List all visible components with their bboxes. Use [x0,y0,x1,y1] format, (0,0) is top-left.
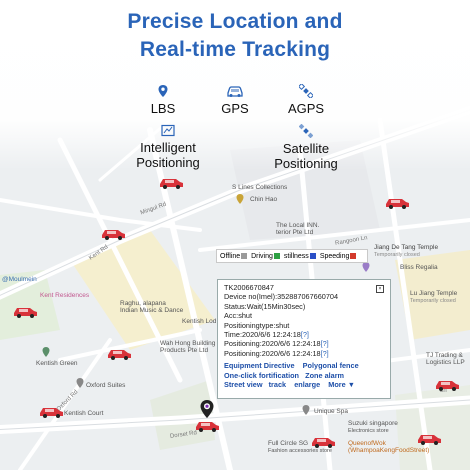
popup-links-row-2: One-click fortification Zone alarm [224,371,384,380]
location-pin-icon [158,85,168,97]
feature-label: Satellite Positioning [274,141,338,171]
more-link[interactable]: More [328,380,346,390]
map-label-kentish-green: Kentish Green [36,360,78,367]
map-label-kentish-lod: Kentish Lod [182,318,217,325]
vehicle-marker-car-icon[interactable] [106,347,132,360]
close-icon[interactable]: × [376,285,384,293]
feature-agps: AGPS [282,84,330,116]
vehicle-marker-car-icon[interactable] [434,378,460,391]
map-label-unique-spa: Unique Spa [314,408,348,415]
device-positioning-row-2: Positioning:2020/6/6 12:24:18[?] [224,348,329,358]
triangle-down-icon[interactable]: ▼ [347,380,355,390]
poi-pin-icon [42,347,50,357]
header-overlay [0,0,470,170]
satellite-icon [299,84,313,98]
device-status-row: Status:Wait(15Min30sec) [224,301,306,311]
help-link[interactable]: [?] [320,348,329,358]
legend-driving-swatch [273,252,280,259]
track-link[interactable]: track [268,380,287,390]
device-imei-row: Device no(Imel):352887067660704 [224,292,338,302]
vehicle-marker-car-icon[interactable] [194,419,220,432]
legend-speeding: Speeding [320,253,357,260]
poi-pin-icon [362,262,370,272]
map-label-chin-hao: Chin Hao [250,196,278,203]
car-icon [227,86,243,97]
status-legend: Offline Driving stillness Speeding [216,249,368,263]
vehicle-marker-car-icon[interactable] [416,432,442,445]
legend-speeding-swatch [350,252,357,259]
feature-label: GPS [221,101,249,116]
street-view-link[interactable]: Street view [224,380,263,390]
vehicle-marker-car-icon[interactable] [158,176,184,189]
vehicle-marker-car-icon[interactable] [100,227,126,240]
map-label-oxford-suites: Oxford Suites [86,382,126,389]
map-label-kentish-court: Kentish Court [64,410,104,417]
popup-links-row-3: Street view track enlarge More ▼ [224,380,384,389]
device-info-popup: × TK2006670847 Device no(Imel):352887067… [217,279,391,399]
satellite-icon [299,124,313,138]
one-click-fortification-link[interactable]: One-click fortification [224,370,300,380]
map-label-kent-residences: Kent Residences [40,292,90,299]
feature-satellite-positioning: Satellite Positioning [250,124,362,171]
feature-lbs: LBS [142,84,184,116]
vehicle-marker-car-icon[interactable] [384,196,410,209]
help-link[interactable]: [?] [300,330,309,340]
legend-offline: Offline [220,252,248,260]
feature-intelligent-positioning: Intelligent Positioning [108,124,228,170]
popup-links-row-1: Equipment Directive Polygonal fence [224,361,384,370]
vehicle-marker-car-icon[interactable] [38,405,64,418]
device-positioning-row-1: Positioning:2020/6/6 12:24:18[?] [224,339,329,349]
zone-alarm-link[interactable]: Zone alarm [305,370,345,380]
feature-gps: GPS [214,84,256,116]
legend-driving: Driving [251,253,280,260]
feature-label: AGPS [287,101,325,116]
road-label-ln: Ln [440,388,447,394]
poi-pin-icon [236,194,244,204]
vehicle-marker-car-icon[interactable] [310,435,336,448]
headline-line-2: Real-time Tracking [139,38,331,61]
legend-stillness-swatch [309,252,316,259]
map-icon [161,124,175,137]
poi-pin-icon [76,378,84,388]
map-label-bliss: Bliss Regalia [400,264,438,271]
feature-label: LBS [150,101,176,116]
map-label-s-lines: S Lines Collections [232,184,288,191]
enlarge-link[interactable]: enlarge [294,380,321,390]
map-label-tj-trading: TJ Trading &Logistics LLP [426,352,465,366]
map-label-inn: The Local INN.terior Pte Ltd [276,222,320,236]
poi-pin-icon [302,405,310,415]
legend-stillness: stillness [284,253,316,260]
polygonal-fence-link[interactable]: Polygonal fence [302,361,359,371]
equipment-directive-link[interactable]: Equipment Directive [224,361,295,371]
legend-offline-swatch [241,252,248,259]
map-label-queenofwok: QueenofWok(WhampoaKengFoodStreet) [348,440,430,454]
map-label-moulmein: @Moulmein [2,276,37,283]
feature-label: Intelligent Positioning [136,140,200,170]
device-time-row: Time:2020/6/6 12:24:18[?] [224,330,309,340]
help-link[interactable]: [?] [320,339,329,349]
device-acc-row: Acc:shut [224,311,252,321]
device-positioning-type-row: Positioningtype:shut [224,320,290,330]
vehicle-marker-car-icon[interactable] [12,305,38,318]
headline-line-1: Precise Location and [127,10,343,33]
device-id: TK2006670847 [224,283,274,292]
selected-device-pin-icon[interactable] [199,399,215,419]
